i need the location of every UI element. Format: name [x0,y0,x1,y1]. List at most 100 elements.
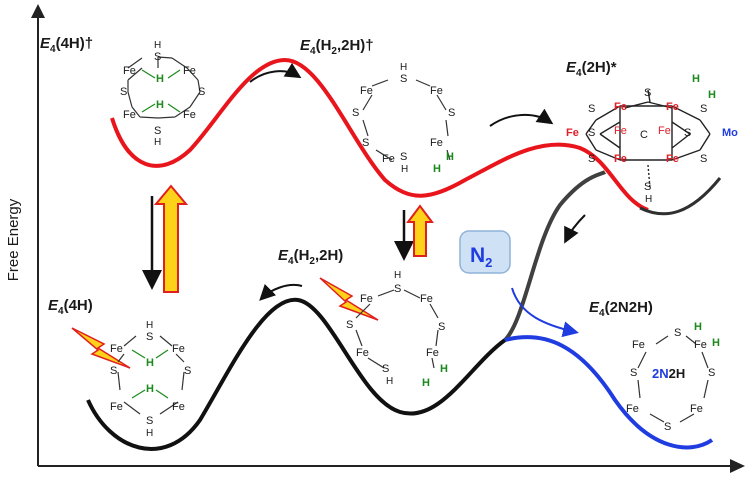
atom-h: H [400,62,407,73]
title-e4-2n2h: E4(2N2H) [589,299,653,319]
light-bolt-icon [71,327,131,369]
atom-s: S [588,153,595,165]
atom-s: S [700,153,707,165]
title-e4-h2-2h: E4(H2,2H) [278,247,343,267]
atom-fe: Fe [614,101,627,113]
title-part: 2 [331,46,337,57]
atom-fe: Fe [666,153,679,165]
n2h-label: 2N2H [652,366,685,381]
atom-s: S [146,415,153,427]
atom-s: S [198,86,205,98]
title-part: 4 [576,68,582,79]
title-part: E [589,299,600,316]
atom-fe: Fe [614,153,627,165]
title-part: ,2H)† [337,37,374,54]
atoms-e4-4h: H S Fe Fe H S S H Fe Fe S H [110,320,191,439]
title-part: (4H) [64,297,93,314]
structure-e4-4h [117,335,185,415]
atom-fe: Fe [172,343,185,355]
excitation-arrow-middle [406,204,434,257]
atom-fe: Fe [356,347,369,359]
atom-s: S [394,283,401,295]
n2-bubble: N2 [459,230,511,274]
atom-h: H [401,164,408,175]
atom-fe: Fe [690,403,703,415]
atom-fe: Fe [420,293,433,305]
structure-e4-h2-2h-dagger [362,79,451,161]
atom-s: S [674,327,681,339]
atom-s: S [346,319,353,331]
light-bolt-icon [319,277,379,321]
title-e4-h2-2h-dagger: E4(H2,2H)† [300,37,374,57]
excitation-arrow-left [153,184,189,293]
atom-fe: Fe [614,125,627,137]
crossing-connector-curve [503,170,607,342]
ground-state-curve [86,297,507,451]
atom-h: H [446,151,454,163]
title-part: (4H)† [56,35,94,52]
atom-s: S [154,51,161,63]
atom-s: S [400,151,407,163]
atom-s: S [630,367,637,379]
atom-h: H [692,73,700,85]
atom-c: C [640,129,648,141]
atom-s: S [382,363,389,375]
atom-fe: Fe [694,339,707,351]
atom-h: H [154,137,161,148]
y-axis-arrowhead [31,4,45,18]
excited-state-curve [110,57,649,212]
title-part: 4 [599,308,605,319]
atom-fe: Fe [172,401,185,413]
axes [31,4,745,473]
atom-fe: Fe [183,65,196,77]
title-part: E [48,297,59,314]
title-e4-2h-star: E4(2H)* [566,59,617,79]
atom-fe: Fe [382,153,395,165]
atom-s: S [684,127,691,139]
atoms-e4-2h-star: S H H S Fe Fe S Fe S Fe C Fe S Mo S Fe F… [566,73,738,205]
atom-s: S [448,107,455,119]
atom-s: S [708,367,715,379]
y-axis-label: Free Energy [5,198,22,281]
title-part: E [278,247,289,264]
atoms-e4-h2-2h-dagger: H S Fe Fe S S S Fe Fe S H H H [352,62,455,175]
atom-s: S [184,365,191,377]
atom-s: S [664,421,671,433]
title-part: (H [316,37,332,54]
arrow-4h-to-h2 [249,62,302,83]
atom-fe: Fe [360,85,373,97]
atom-h: H [440,363,448,375]
arrow-down-to-n2 [564,214,586,244]
atom-s: S [352,107,359,119]
structure-e4-2n2h [637,335,709,423]
atom-h: H [708,89,716,101]
title-part: (2N2H) [605,299,653,316]
atom-fe: Fe [183,109,196,121]
atom-s: S [644,87,651,99]
title-part: 4 [310,46,316,57]
atom-fe: Fe [110,343,123,355]
title-part: (2H)* [582,59,617,76]
atom-s: S [588,103,595,115]
title-part: 4 [58,306,64,317]
n2-label: N2 [470,244,492,270]
atom-s: S [154,125,161,137]
atom-h: H [156,99,164,111]
atom-h: H [146,383,154,395]
atom-fe: Fe [626,403,639,415]
atom-s: S [438,321,445,333]
atom-fe: Fe [123,109,136,121]
atom-h: H [394,270,401,281]
atoms-e4-4h-dagger: H S Fe Fe H S S H Fe Fe S H [120,40,205,148]
atom-s: S [400,73,407,85]
title-part: E [40,35,51,52]
atom-fe: Fe [123,65,136,77]
excited-state-tail-curve [639,177,722,216]
atom-h: H [433,163,441,175]
title-part: 4 [50,44,56,55]
title-part: ,2H) [315,247,343,264]
atom-fe: Fe [426,347,439,359]
title-part: 4 [288,256,294,267]
